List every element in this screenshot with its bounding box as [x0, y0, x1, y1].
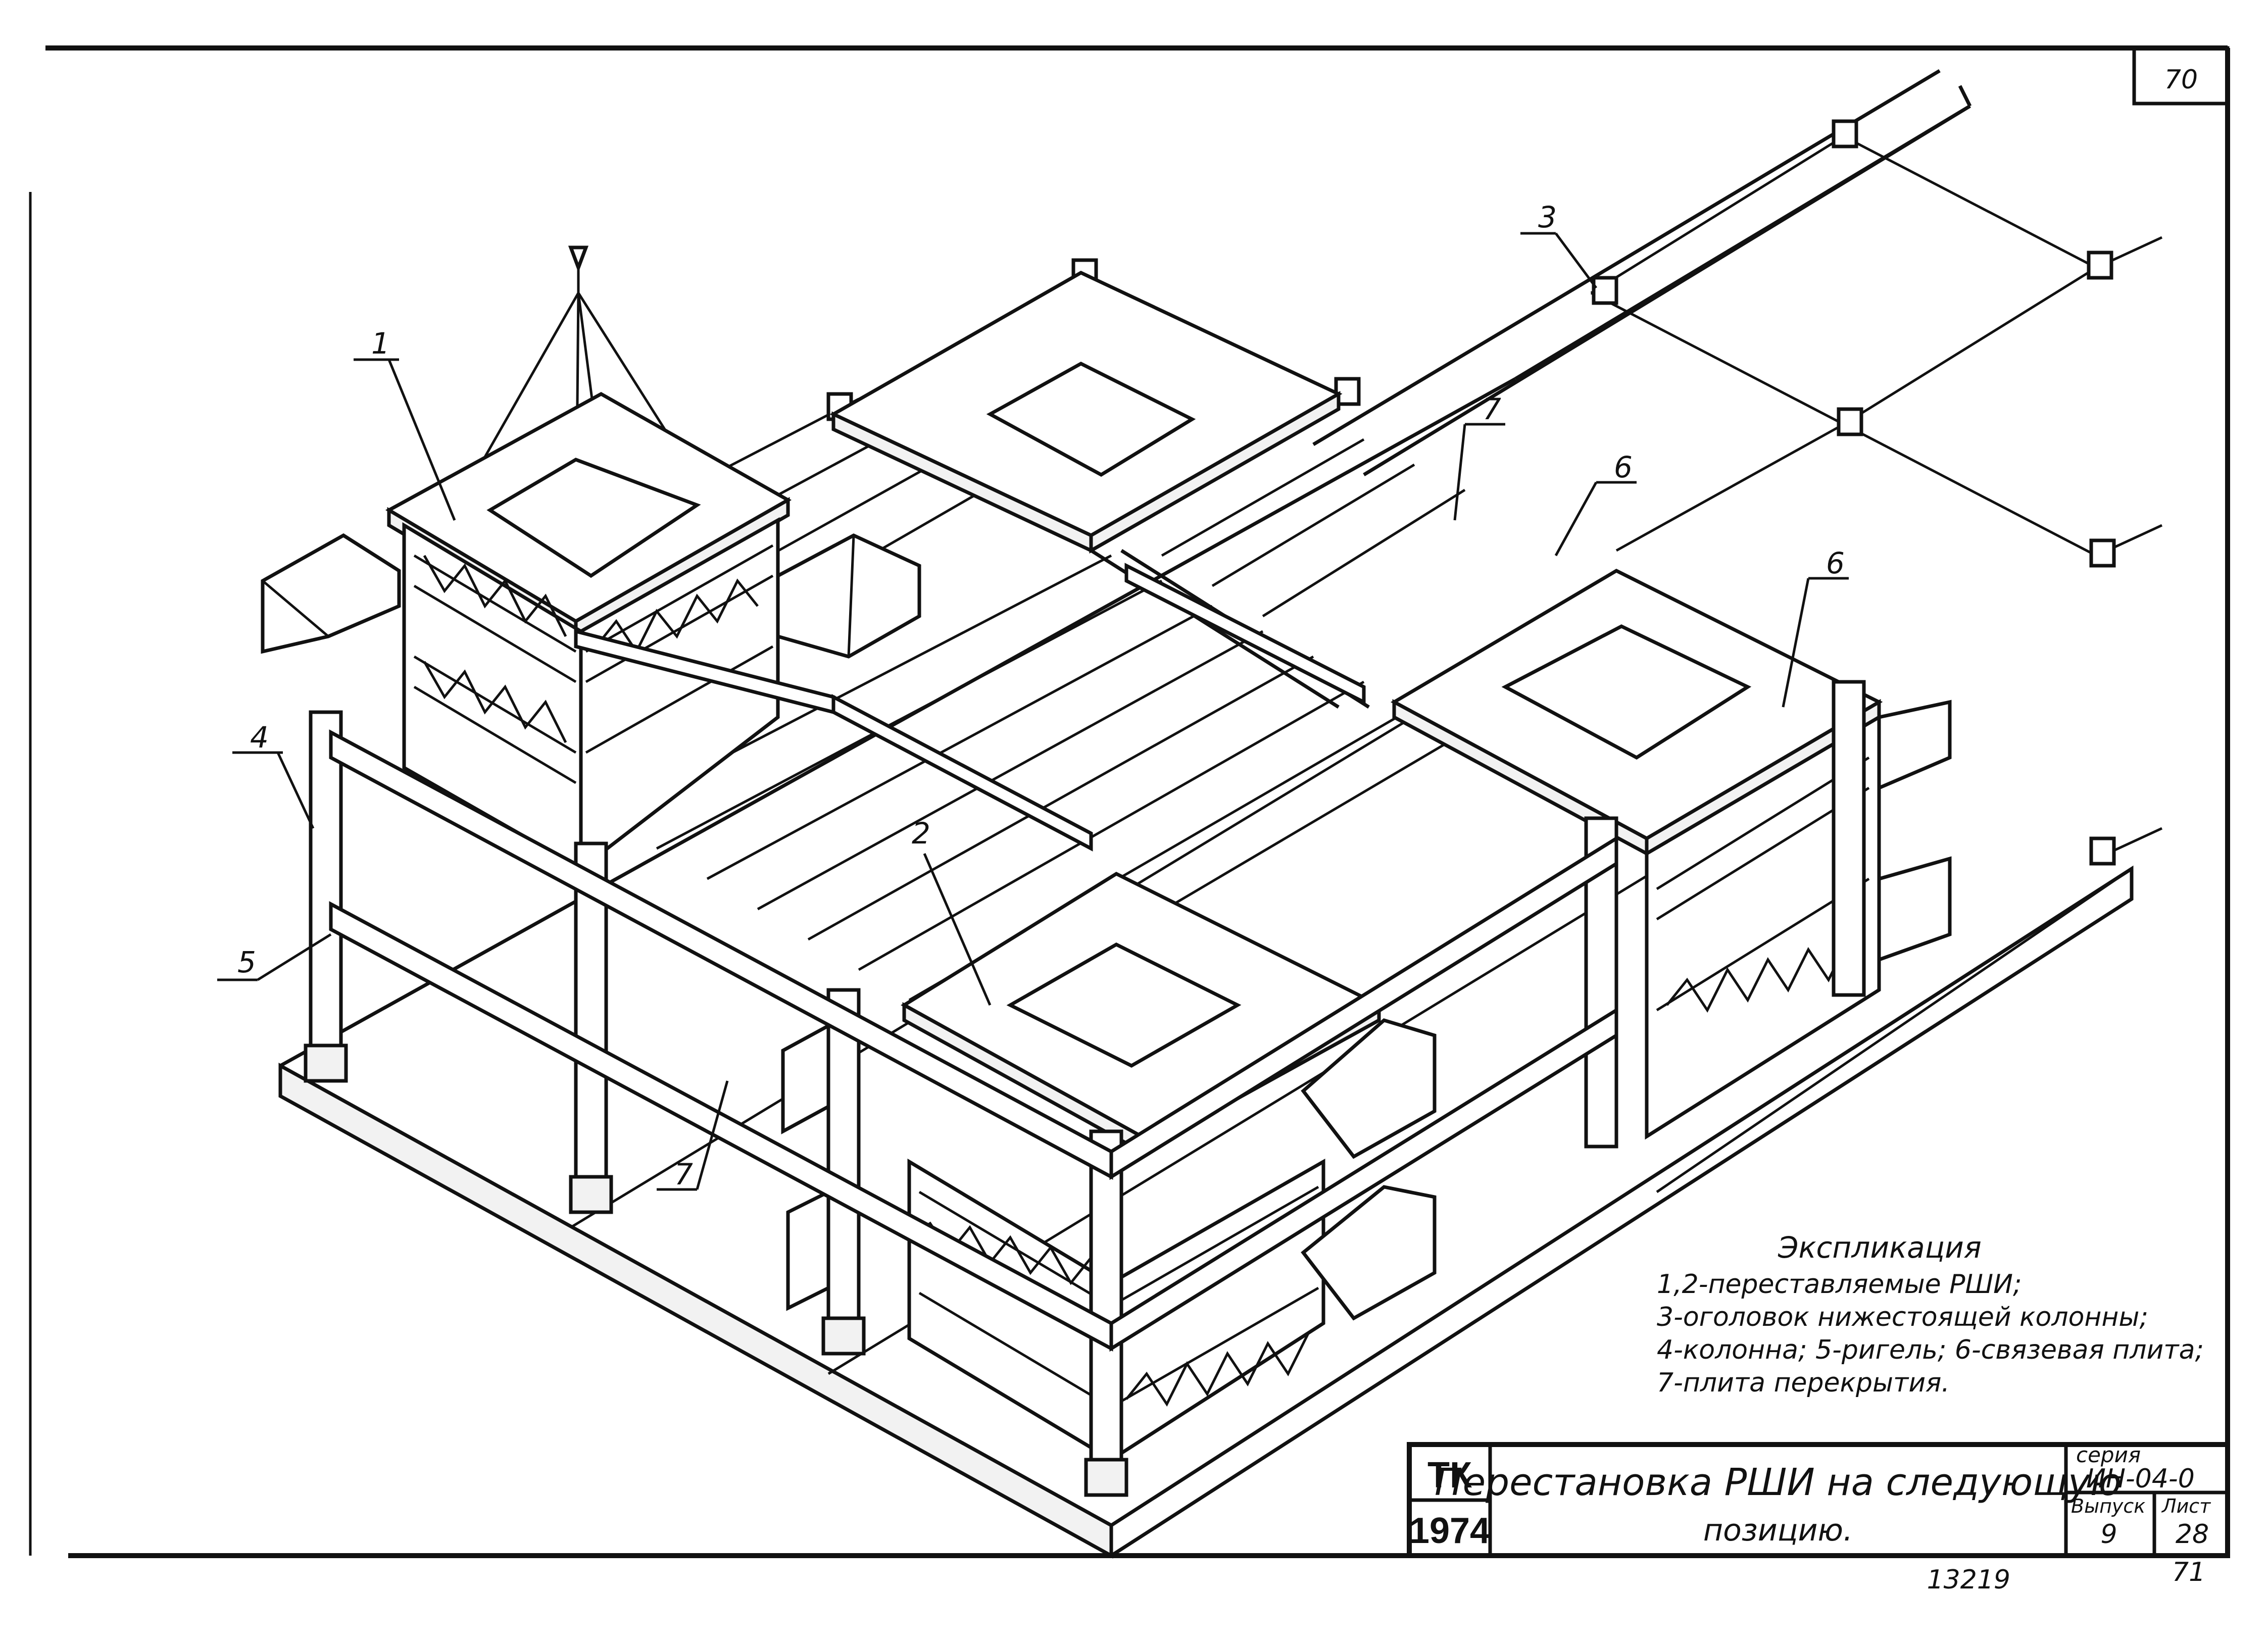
year: 1974	[1409, 1511, 1490, 1551]
callout-6a: 6	[1614, 450, 1633, 484]
front-frame	[304, 710, 1618, 1497]
callout-4: 4	[250, 720, 269, 755]
legend-title: Экспликация	[1778, 1230, 1982, 1265]
legend: Экспликация 1,2-переставляемые РШИ; 3-ог…	[1657, 1230, 2204, 1398]
legend-line-1: 1,2-переставляемые РШИ;	[1657, 1269, 2022, 1300]
column-head	[2089, 836, 2116, 866]
shuttering-unit-1	[261, 245, 921, 873]
callout-7b: 7	[674, 1157, 693, 1191]
rails	[574, 563, 1366, 852]
legend-line-3: 4-колонна; 5-ригель; 6-связевая плита;	[1657, 1335, 2204, 1365]
column-head	[2087, 251, 2113, 280]
page-number: 70	[2164, 65, 2198, 95]
page-number-box: 70	[2132, 46, 2230, 106]
callout-7a: 7	[1483, 392, 1501, 426]
drawing-title-line-1: Перестановка РШИ на следующую	[1435, 1461, 2122, 1504]
legend-line-4: 7-плита перекрытия.	[1657, 1368, 1950, 1398]
series-label: серия	[2076, 1442, 2141, 1467]
issue-label: Выпуск	[2071, 1495, 2145, 1517]
column	[309, 710, 343, 1078]
sheet-number-bottom: 71	[2172, 1557, 2205, 1587]
callout-3: 3	[1538, 200, 1557, 234]
sheet-label: Лист	[2161, 1495, 2211, 1517]
sheet-frame	[29, 45, 2230, 1558]
legend-line-2: 3-оголовок нижестоящей колонны;	[1657, 1302, 2148, 1332]
callout-5: 5	[237, 945, 256, 979]
archive-number: 13219	[1927, 1565, 2010, 1595]
column-head	[1832, 119, 1858, 148]
column-head	[2089, 538, 2116, 568]
column-head	[1837, 407, 1863, 436]
issue-value: 9	[2100, 1519, 2117, 1550]
drawing-title-line-2: позицию.	[1703, 1513, 1853, 1548]
series-value: ИН-04-0	[2086, 1464, 2195, 1494]
sheet-value: 28	[2176, 1519, 2209, 1550]
shuttering-unit-top	[829, 271, 1370, 709]
title-block: ТК 1974 Перестановка РШИ на следующую по…	[1407, 1442, 2230, 1558]
column	[826, 988, 861, 1356]
column-grid-lines	[1590, 135, 2163, 860]
callout-1: 1	[371, 326, 390, 361]
column-head	[1592, 276, 1618, 305]
org-code: ТК	[1427, 1455, 1472, 1496]
callout-6b: 6	[1826, 546, 1845, 580]
callouts: 1 2 3 4 5 6 6 7 7	[217, 200, 1849, 1191]
callout-2: 2	[912, 816, 930, 851]
